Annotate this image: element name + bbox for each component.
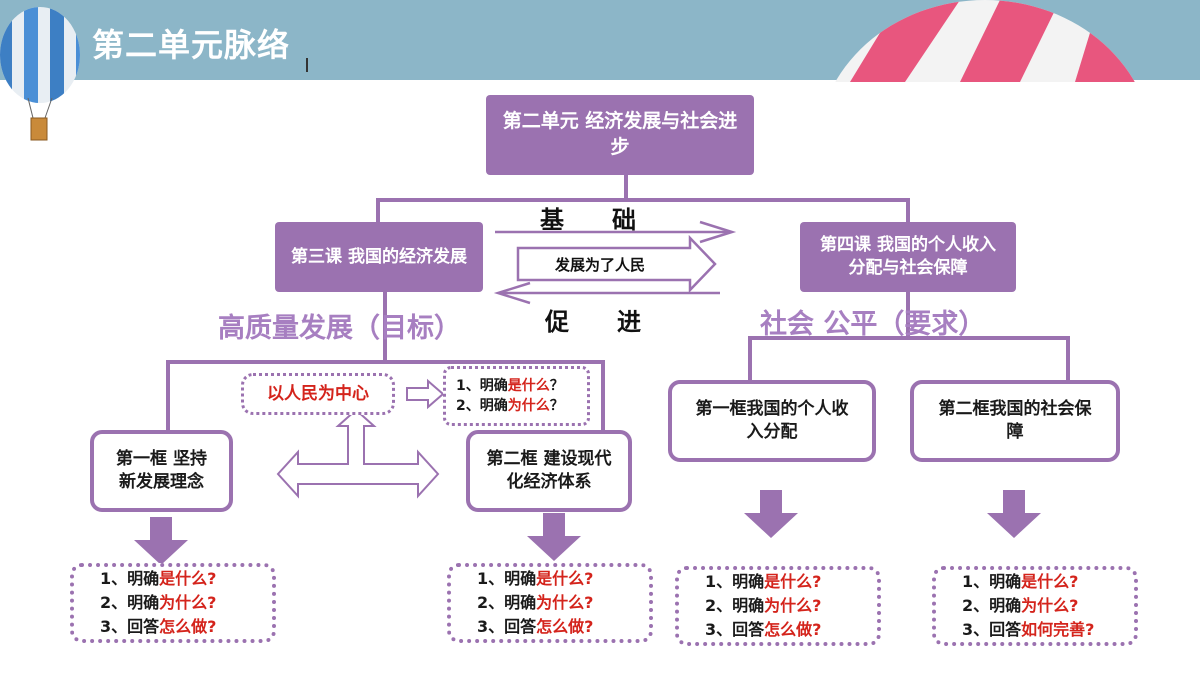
label-foundation: 基 础	[540, 206, 636, 234]
goal-right-main: 社会 公平	[760, 309, 878, 340]
lesson4-label: 第四课 我国的个人收入分配与社会保障	[820, 235, 996, 278]
q1-prefix: 1、明确	[705, 572, 765, 591]
questions-box-4: 1、明确是什么? 2、明确为什么? 3、回答如何完善?	[932, 566, 1138, 646]
q3-prefix: 3、回答	[705, 620, 765, 639]
label-promote: 促 进	[545, 308, 641, 336]
q2-prefix: 2、明确	[100, 593, 160, 612]
goal-right-paren: （要求）	[877, 309, 986, 340]
center-idea-box: 以人民为中心	[241, 373, 395, 415]
q2-prefix: 2、明确	[705, 596, 765, 615]
frame2-label: 第二框 建设现代化经济体系	[486, 449, 612, 492]
lesson3-box: 第三课 我国的经济发展	[275, 222, 483, 292]
frame1-label: 第一框 坚持新发展理念	[116, 449, 207, 492]
q1-highlight: 是什么?	[764, 572, 822, 591]
goal-label-left: 高质量发展（目标）	[218, 306, 461, 345]
q2-highlight: 为什么?	[1021, 596, 1079, 615]
lesson4-box: 第四课 我国的个人收入分配与社会保障	[800, 222, 1016, 292]
unit-box: 第二单元 经济发展与社会进步	[486, 95, 754, 175]
q1-prefix: 1、明确	[962, 572, 1022, 591]
q2-highlight: 为什么?	[764, 596, 822, 615]
slide-title: 第二单元脉络	[92, 26, 291, 64]
q3-highlight: 怎么做?	[159, 617, 217, 636]
hot-air-balloon-icon	[0, 7, 80, 141]
label-for-people: 发展为了人民	[555, 256, 646, 274]
q1-highlight: 是什么?	[159, 569, 217, 588]
cq2-prefix: 2、明确	[456, 398, 508, 414]
q2-prefix: 2、明确	[477, 593, 537, 612]
q3-prefix: 3、回答	[477, 617, 537, 636]
q2-prefix: 2、明确	[962, 596, 1022, 615]
goal-left-main: 高质量发展	[218, 313, 353, 344]
q2-highlight: 为什么?	[536, 593, 594, 612]
cq1-highlight: 是什么	[507, 377, 550, 394]
q1-prefix: 1、明确	[477, 569, 537, 588]
q1-highlight: 是什么?	[1021, 572, 1079, 591]
striped-balloon-icon	[817, 0, 1153, 82]
frame4-box: 第二框我国的社会保障	[910, 380, 1120, 462]
cq2-highlight: 为什么	[507, 398, 550, 414]
center-idea-label: 以人民为中心	[267, 383, 369, 404]
q2-highlight: 为什么?	[159, 593, 217, 612]
q3-highlight: 怎么做?	[764, 620, 822, 639]
questions-box-3: 1、明确是什么? 2、明确为什么? 3、回答怎么做?	[675, 566, 881, 646]
cq1-mark: ？	[549, 377, 564, 394]
text-cursor	[306, 58, 308, 72]
goal-left-paren: （目标）	[353, 313, 461, 344]
cq1-prefix: 1、明确	[456, 377, 508, 394]
q3-prefix: 3、回答	[962, 620, 1022, 639]
q3-prefix: 3、回答	[100, 617, 160, 636]
unit-label: 第二单元 经济发展与社会进步	[502, 110, 738, 158]
frame4-label: 第二框我国的社会保障	[938, 399, 1092, 442]
questions-box-1: 1、明确是什么? 2、明确为什么? 3、回答怎么做?	[70, 563, 276, 643]
center-questions-box: 1、明确是什么？ 2、明确为什么？	[443, 366, 590, 426]
q3-highlight-alt: 如何完善?	[1021, 620, 1095, 639]
cq2-mark: ？	[549, 398, 564, 414]
frame3-label: 第一框我国的个人收入分配	[695, 399, 849, 442]
questions-box-2: 1、明确是什么? 2、明确为什么? 3、回答怎么做?	[447, 563, 653, 643]
q1-highlight: 是什么?	[536, 569, 594, 588]
frame1-box: 第一框 坚持新发展理念	[90, 430, 233, 512]
q1-prefix: 1、明确	[100, 569, 160, 588]
goal-label-right: 社会 公平（要求）	[760, 302, 985, 341]
frame3-box: 第一框我国的个人收入分配	[668, 380, 876, 462]
q3-highlight: 怎么做?	[536, 617, 594, 636]
frame2-box: 第二框 建设现代化经济体系	[466, 430, 632, 512]
lesson3-label: 第三课 我国的经济发展	[291, 246, 467, 267]
